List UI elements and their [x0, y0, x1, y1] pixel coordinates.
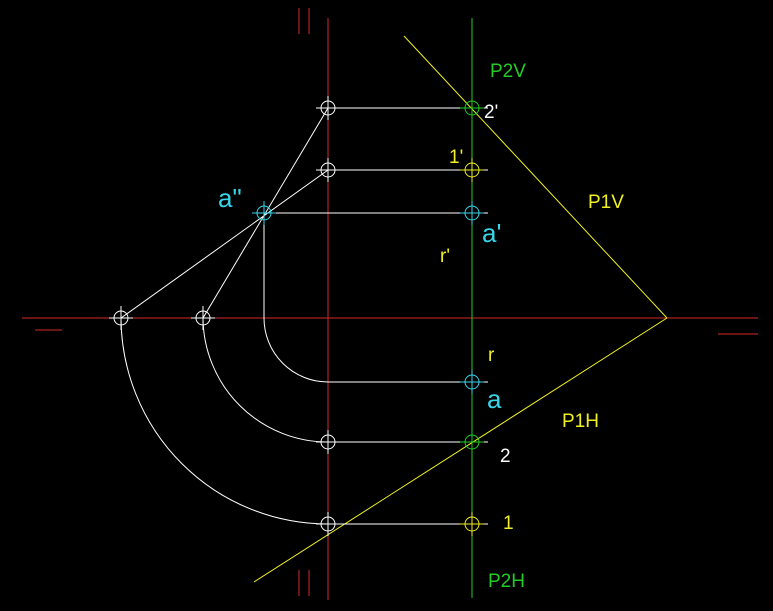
- marker-1-axis: [316, 512, 340, 536]
- label-p1h: P1H: [562, 411, 599, 432]
- label-a-top: a: [487, 384, 502, 414]
- label-r-top: r: [488, 345, 495, 366]
- label-2-top: 2: [500, 446, 511, 467]
- trace-p1h: [253, 317, 668, 583]
- arc-2: [120, 317, 329, 525]
- marker-a-side: [252, 201, 276, 225]
- marker-a-front: [460, 201, 484, 225]
- arc-a: [263, 213, 329, 383]
- side-view-line-1: [120, 169, 329, 319]
- marker-a-top: [460, 370, 484, 394]
- label-2-front: 2': [484, 102, 498, 123]
- marker-2-front: [460, 96, 484, 120]
- label-a-front: a': [482, 218, 501, 248]
- marker-axis-mid: [191, 306, 215, 330]
- label-1-top: 1: [503, 513, 514, 534]
- axes: [22, 8, 758, 600]
- label-a-side: a": [218, 183, 242, 213]
- trace-p1v: [403, 35, 668, 319]
- label-p2h: P2H: [488, 571, 525, 592]
- roman-mark-top: [298, 8, 310, 34]
- label-p1v: P1V: [588, 192, 624, 213]
- marker-axis-left: [109, 306, 133, 330]
- projection-lines: [120, 107, 488, 525]
- marker-1-top: [460, 512, 484, 536]
- labels: P2V P1V P1H P2H 2' 1' a' a" r' r a 2 1: [218, 61, 624, 592]
- roman-mark-bottom: [298, 570, 310, 596]
- point-markers: [109, 96, 484, 536]
- plane-p1-traces: [253, 35, 668, 583]
- marker-2-side: [316, 96, 340, 120]
- marker-1-front: [460, 158, 484, 182]
- arc-1: [202, 317, 329, 443]
- marker-2-axis: [316, 430, 340, 454]
- marker-2-top: [460, 430, 484, 454]
- label-p2v: P2V: [490, 61, 526, 82]
- label-1-front: 1': [449, 147, 463, 168]
- marker-1-side: [316, 158, 340, 182]
- label-r-front: r': [440, 246, 450, 267]
